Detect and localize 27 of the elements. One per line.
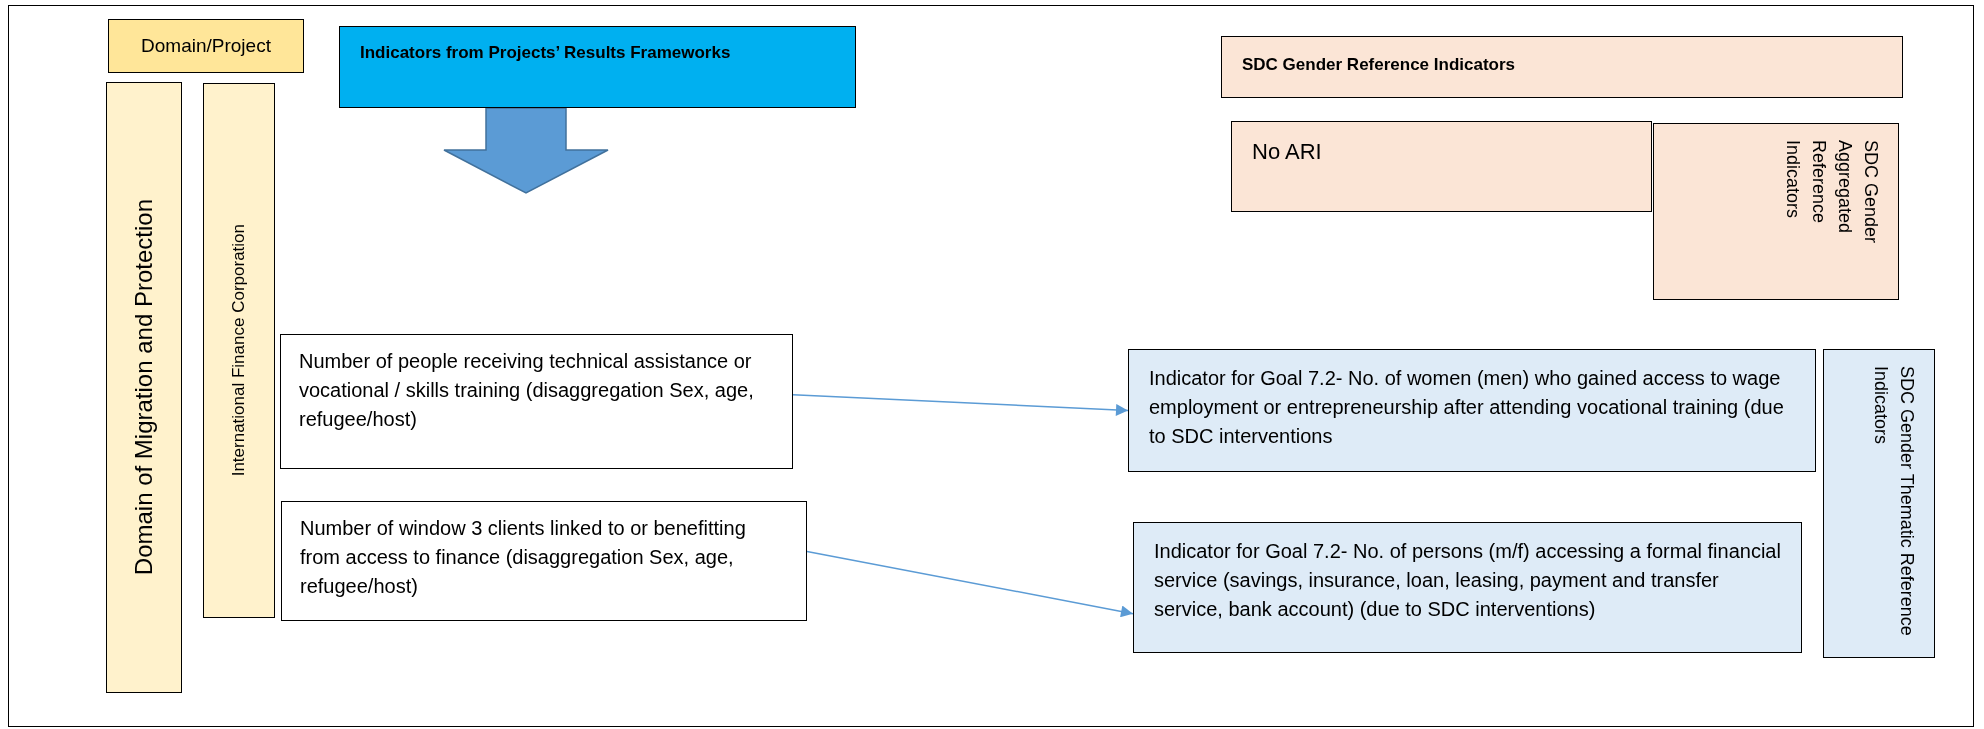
indicator-box — [281, 501, 807, 621]
box-text: No ARI — [1252, 138, 1323, 166]
indicator-box — [1133, 522, 1802, 653]
header-box — [108, 19, 304, 73]
vertical-text: SDC Gender Aggregated Reference Indicators — [1781, 140, 1882, 246]
vertical-text: Domain of Migration and Protection — [128, 199, 158, 576]
category-box — [1231, 121, 1652, 212]
block-arrow — [443, 107, 609, 194]
indicator-box — [1128, 349, 1816, 472]
header-box — [1221, 36, 1903, 98]
vertical-label-box — [1653, 123, 1899, 300]
vertical-label-box — [203, 83, 275, 618]
arrow — [792, 394, 1129, 416]
header-box — [339, 26, 856, 108]
heading-text: Indicators from Projects’ Results Frameworks — [360, 42, 732, 64]
box-text: Number of people receiving technical assistance or vocational / skills training (disaggregation Sex, age, refugee/host) — [299, 349, 755, 432]
box-text: Indicator for Goal 7.2- No. of persons (m/f) accessing a formal financial service (savings, insurance, loan, leasing, payment and transfer service, bank account) (due to SDC interventions) — [1154, 539, 1782, 622]
vertical-text: International Finance Corporation — [227, 224, 249, 477]
box-text: Domain/Project — [140, 34, 272, 58]
box-text: Number of window 3 clients linked to or benefitting from access to finance (disaggregation Sex, age, refugee/host) — [300, 516, 747, 599]
indicator-box — [280, 334, 793, 469]
vertical-label-box — [1823, 349, 1935, 658]
box-text: Indicator for Goal 7.2- No. of women (men) who gained access to wage employment or entrepreneurship after attending vocational training (due to SDC interventions — [1149, 366, 1785, 449]
arrow — [806, 550, 1134, 618]
vertical-text: SDC Gender Thematic Reference Indicators — [1869, 366, 1918, 638]
heading-text: SDC Gender Reference Indicators — [1242, 54, 1517, 76]
vertical-label-box — [106, 82, 182, 693]
